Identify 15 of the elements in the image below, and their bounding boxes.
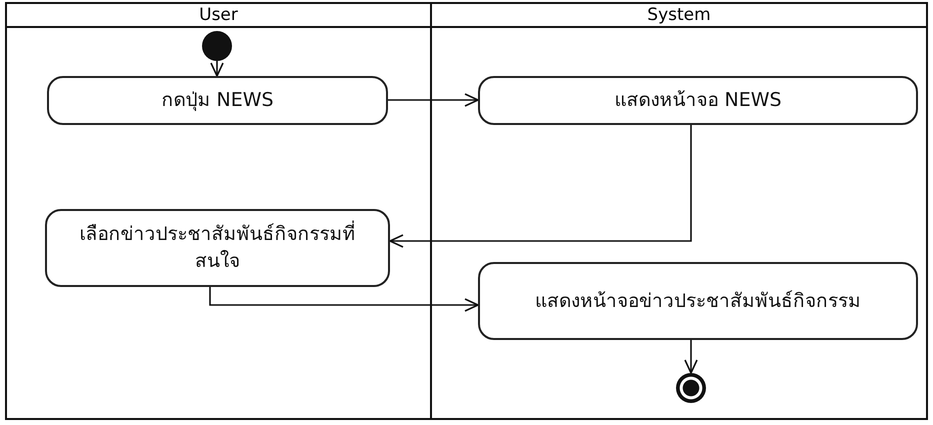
lane-header: System [432,4,926,28]
arrow [210,61,224,77]
swimlane [5,2,432,420]
arrow [209,287,479,312]
swimlane [430,2,928,420]
arrow [684,340,698,374]
activity-box: แสดงหน้าจอข่าวประชาสัมพันธ์กิจกรรม [478,262,918,340]
start-node [202,31,232,61]
lane-header: User [7,4,430,28]
arrow [388,93,479,107]
activity-box: เลือกข่าวประชาสัมพันธ์กิจกรรมที่สนใจ [45,209,390,287]
activity-box: แสดงหน้าจอ NEWS [478,76,918,125]
arrow [389,125,692,248]
end-node [676,373,706,403]
activity-box: กดปุ่ม NEWS [47,76,388,125]
